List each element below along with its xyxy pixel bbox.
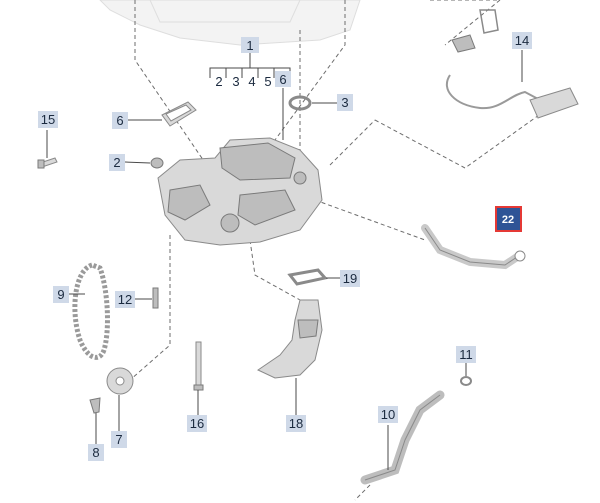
bolt-part-12: [152, 287, 159, 309]
callout-1-sub-6[interactable]: 6: [275, 71, 291, 87]
callout-1-sub-4[interactable]: 4: [248, 74, 255, 89]
svg-text:5: 5: [264, 74, 271, 89]
svg-text:19: 19: [343, 271, 357, 286]
svg-text:9: 9: [57, 287, 64, 302]
gasket-part-19: [287, 268, 328, 286]
svg-text:11: 11: [459, 347, 473, 362]
callout-16[interactable]: 16: [187, 415, 207, 432]
svg-text:22: 22: [502, 214, 514, 226]
callout-19[interactable]: 19: [340, 270, 360, 287]
svg-text:16: 16: [190, 416, 204, 431]
svg-text:7: 7: [115, 432, 122, 447]
callout-3[interactable]: 3: [337, 94, 353, 111]
svg-text:6: 6: [116, 113, 123, 128]
callout-8[interactable]: 8: [88, 444, 104, 461]
assembly-dashed-lines: [129, 0, 561, 501]
callout-1-sub-5[interactable]: 5: [264, 74, 271, 89]
o-ring-part-3: [288, 95, 312, 111]
bolt-part-8: [89, 397, 101, 414]
callout-1[interactable]: 1: [241, 37, 259, 53]
callout-18[interactable]: 18: [286, 415, 306, 432]
callout-9[interactable]: 9: [53, 286, 69, 303]
callout-10[interactable]: 10: [378, 406, 398, 423]
svg-text:4: 4: [248, 74, 255, 89]
svg-text:10: 10: [381, 407, 395, 422]
svg-text:6: 6: [279, 72, 286, 87]
callout-14[interactable]: 14: [512, 32, 532, 49]
gasket-part-6: [161, 101, 197, 127]
callout-1-sub-3[interactable]: 3: [232, 74, 239, 89]
callout-2[interactable]: 2: [109, 154, 125, 171]
svg-text:2: 2: [113, 155, 120, 170]
callout-12[interactable]: 12: [115, 291, 135, 308]
plug-part-2: [150, 157, 164, 169]
bolt-part-15: [37, 157, 58, 169]
callout-15[interactable]: 15: [38, 111, 58, 128]
svg-text:8: 8: [92, 445, 99, 460]
engine-block-faint: [99, 0, 361, 46]
chain-part-9: [72, 262, 110, 360]
callout-22-highlighted[interactable]: 22: [495, 206, 522, 232]
svg-text:12: 12: [118, 292, 132, 307]
o-ring-part-11: [460, 376, 472, 386]
sprocket-part-7: [106, 367, 134, 395]
pipe-part-22: [421, 224, 526, 270]
oil-pump-assembly: [157, 137, 323, 246]
bolt-part-16: [193, 341, 204, 391]
callout-7[interactable]: 7: [111, 431, 127, 448]
oil-pickup-part-18: [256, 299, 323, 379]
svg-text:15: 15: [41, 112, 55, 127]
svg-text:14: 14: [515, 33, 529, 48]
callout-1-sub-2[interactable]: 2: [215, 74, 222, 89]
svg-text:1: 1: [246, 38, 253, 53]
callout-6[interactable]: 6: [112, 112, 128, 129]
callout-11[interactable]: 11: [456, 346, 476, 363]
svg-text:3: 3: [341, 95, 348, 110]
svg-text:18: 18: [289, 416, 303, 431]
svg-text:3: 3: [232, 74, 239, 89]
svg-text:2: 2: [215, 74, 222, 89]
oil-pipe-part-10: [360, 390, 445, 485]
sensor-part-14: [445, 9, 579, 119]
